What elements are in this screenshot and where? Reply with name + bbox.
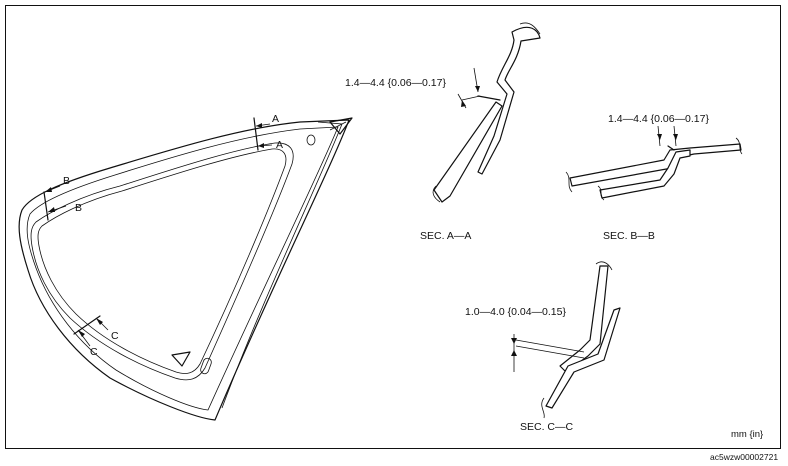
unit-note: mm {in}	[731, 429, 764, 440]
section-mark-a-top: A	[272, 113, 280, 125]
section-a-a	[432, 22, 541, 203]
section-b-b	[565, 125, 743, 201]
section-mark-c-top: C	[111, 330, 119, 342]
figure-reference: ac5wzw00002721	[710, 452, 779, 462]
section-caption-b: SEC. B—B	[603, 230, 655, 242]
drawing-frame	[5, 5, 781, 449]
cut-marker-b	[43, 185, 67, 221]
section-c-c	[511, 261, 621, 419]
section-caption-c: SEC. C—C	[520, 421, 574, 433]
section-mark-b-top: B	[63, 175, 71, 187]
section-mark-a-bottom: A	[276, 139, 284, 151]
section-mark-b-bottom: B	[75, 202, 83, 214]
section-caption-a: SEC. A—A	[420, 230, 472, 242]
dimension-c: 1.0—4.0 {0.04—0.15}	[465, 306, 566, 318]
dimension-b: 1.4—4.4 {0.06—0.17}	[608, 113, 709, 125]
quarter-window-glass	[18, 117, 353, 421]
dimension-a: 1.4—4.4 {0.06—0.17}	[345, 77, 446, 89]
cut-marker-a	[253, 117, 273, 151]
section-mark-c-bottom: C	[90, 346, 98, 358]
cut-marker-c	[73, 315, 109, 347]
